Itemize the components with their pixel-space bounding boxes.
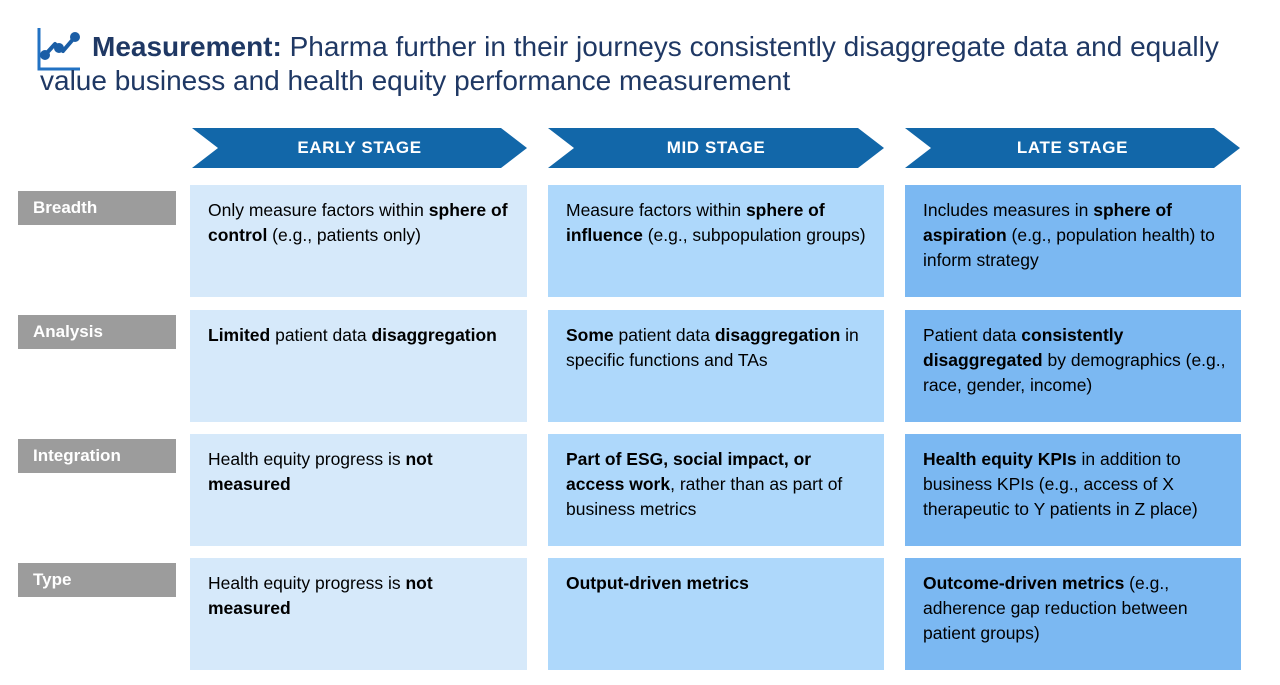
cell-analysis-early: Limited patient data disaggregation: [190, 310, 527, 422]
cell-type-mid: Output-driven metrics: [548, 558, 884, 670]
row-label-integration: Integration: [18, 439, 176, 473]
stage-arrow-late-label: LATE STAGE: [1016, 138, 1129, 157]
stage-arrow-mid-label: MID STAGE: [666, 138, 766, 157]
cell-breadth-mid: Measure factors within sphere of influen…: [548, 185, 884, 297]
cell-type-early: Health equity progress is not measured: [190, 558, 527, 670]
cell-type-late: Outcome-driven metrics (e.g., adherence …: [905, 558, 1241, 670]
line-chart-icon: [37, 28, 80, 71]
stage-arrow-early: EARLY STAGE: [192, 128, 527, 168]
cell-analysis-mid: Some patient data disaggregation in spec…: [548, 310, 884, 422]
cell-integration-mid: Part of ESG, social impact, or access wo…: [548, 434, 884, 546]
cell-integration-late: Health equity KPIs in addition to busine…: [905, 434, 1241, 546]
stage-arrow-mid: MID STAGE: [548, 128, 884, 168]
cell-breadth-late: Includes measures in sphere of aspiratio…: [905, 185, 1241, 297]
cell-breadth-early: Only measure factors within sphere of co…: [190, 185, 527, 297]
page-title: Measurement: Pharma further in their jou…: [40, 30, 1250, 98]
cell-analysis-late: Patient data consistently disaggregated …: [905, 310, 1241, 422]
cell-integration-early: Health equity progress is not measured: [190, 434, 527, 546]
page-title-keyword: Measurement:: [92, 31, 282, 62]
row-label-breadth: Breadth: [18, 191, 176, 225]
row-label-analysis: Analysis: [18, 315, 176, 349]
page-title-rest: Pharma further in their journeys consist…: [40, 31, 1219, 96]
row-label-type: Type: [18, 563, 176, 597]
stage-arrow-late: LATE STAGE: [905, 128, 1240, 168]
stage-arrow-early-label: EARLY STAGE: [297, 138, 422, 157]
